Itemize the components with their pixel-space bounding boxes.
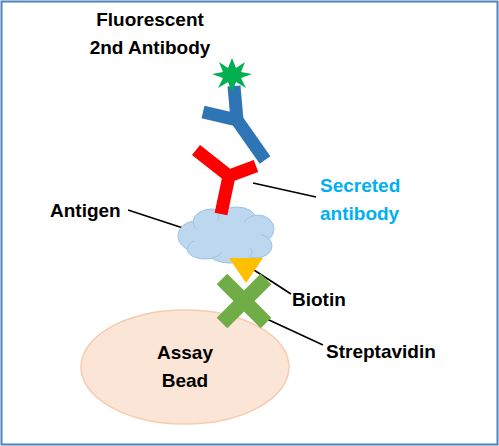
biotin-label: Biotin <box>292 286 382 314</box>
streptavidin-label: Streptavidin <box>326 338 476 366</box>
leader-line <box>253 183 316 197</box>
antibody-label: Secreted antibody <box>320 172 420 227</box>
fluorescent-star <box>212 58 252 92</box>
node-text: Assay Bead <box>150 339 220 394</box>
bead-ellipse <box>81 310 289 424</box>
antigen-label: Antigen <box>50 197 140 225</box>
biotin-triangle <box>229 258 263 283</box>
leader-line <box>128 210 186 229</box>
node-outline <box>80 309 290 425</box>
secreted-antibody-shape <box>196 150 256 214</box>
leader-line <box>254 270 291 294</box>
secondary-antibody-shape <box>203 86 265 160</box>
assay-bead: Assay Bead <box>80 309 290 425</box>
antibody-label: Fluorescent 2nd Antibody <box>86 6 214 61</box>
antigen-cloud <box>178 207 274 263</box>
